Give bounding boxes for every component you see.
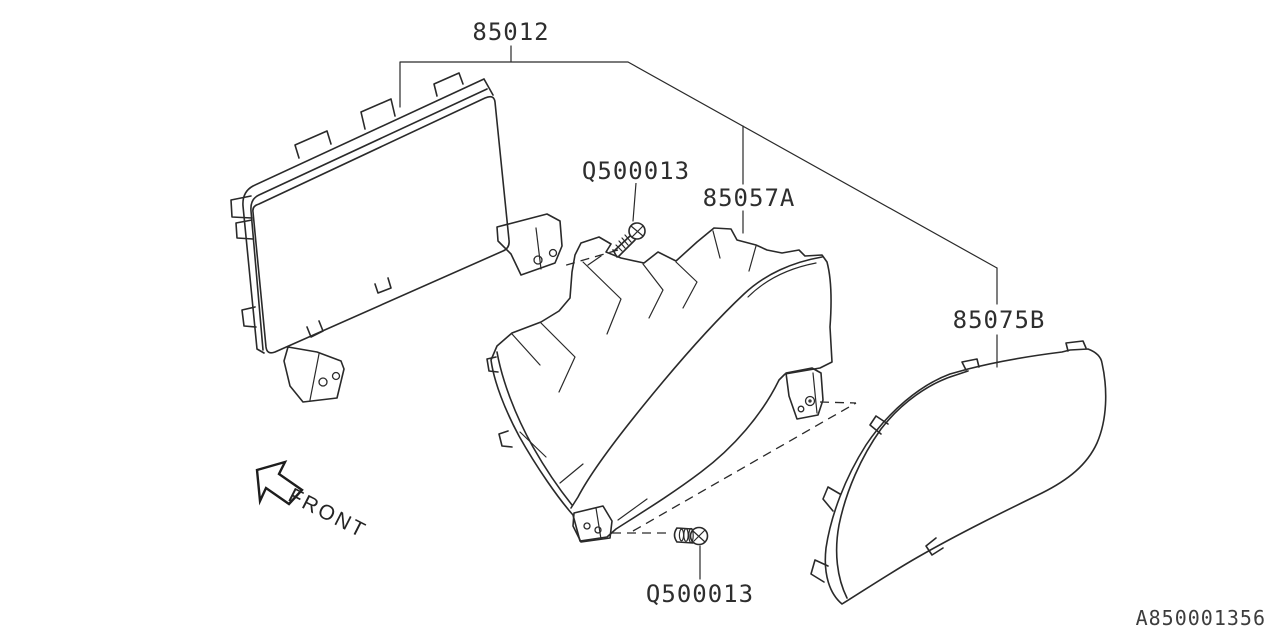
front-arrow-icon <box>257 462 302 504</box>
lens-drawing <box>811 341 1106 604</box>
screw-top-drawing <box>613 223 645 257</box>
drawing-code: A850001356 <box>1133 606 1268 630</box>
part-label-screw-bottom: Q500013 <box>643 580 757 608</box>
part-label-85012: 85012 <box>470 18 552 46</box>
screw-direction-dashed-guides <box>563 250 856 533</box>
meter-assembly-drawing <box>231 73 562 402</box>
part-label-85075B: 85075B <box>950 306 1048 334</box>
label-leader-lines <box>400 46 997 579</box>
part-label-85057A: 85057A <box>700 184 798 212</box>
part-label-screw-top: Q500013 <box>579 157 693 185</box>
screw-bottom-drawing <box>675 528 708 545</box>
case-drawing <box>487 228 832 542</box>
